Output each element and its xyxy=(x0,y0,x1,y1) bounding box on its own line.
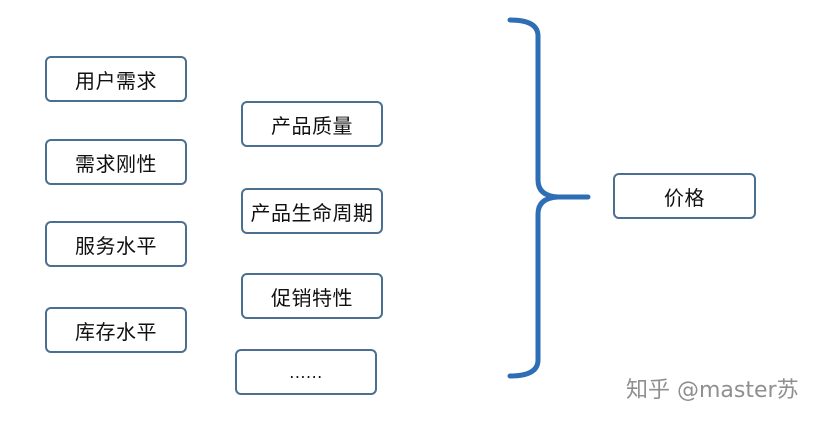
factor-box-demand-rigidity: 需求刚性 xyxy=(45,139,187,185)
factor-label: 需求刚性 xyxy=(75,151,157,176)
factor-label: 产品生命周期 xyxy=(250,200,374,225)
factor-box-product-lifecycle: 产品生命周期 xyxy=(241,188,383,234)
factor-label: 库存水平 xyxy=(75,319,157,344)
result-box-price: 价格 xyxy=(613,173,756,219)
factor-label: 用户需求 xyxy=(75,68,157,93)
factor-label: 产品质量 xyxy=(271,113,353,138)
factor-box-service-level: 服务水平 xyxy=(45,221,187,267)
curly-brace-path xyxy=(507,17,591,379)
factor-box-product-quality: 产品质量 xyxy=(241,101,383,147)
result-label: 价格 xyxy=(664,185,705,210)
watermark: 知乎 @master苏 xyxy=(626,378,799,403)
factor-label: 促销特性 xyxy=(271,285,353,310)
factor-box-promotion-traits: 促销特性 xyxy=(241,273,383,319)
factor-box-user-demand: 用户需求 xyxy=(45,56,187,102)
factor-label: 服务水平 xyxy=(75,233,157,258)
factor-label: ...... xyxy=(289,362,323,382)
factor-box-inventory-level: 库存水平 xyxy=(45,307,187,353)
factor-box-ellipsis: ...... xyxy=(235,349,377,395)
